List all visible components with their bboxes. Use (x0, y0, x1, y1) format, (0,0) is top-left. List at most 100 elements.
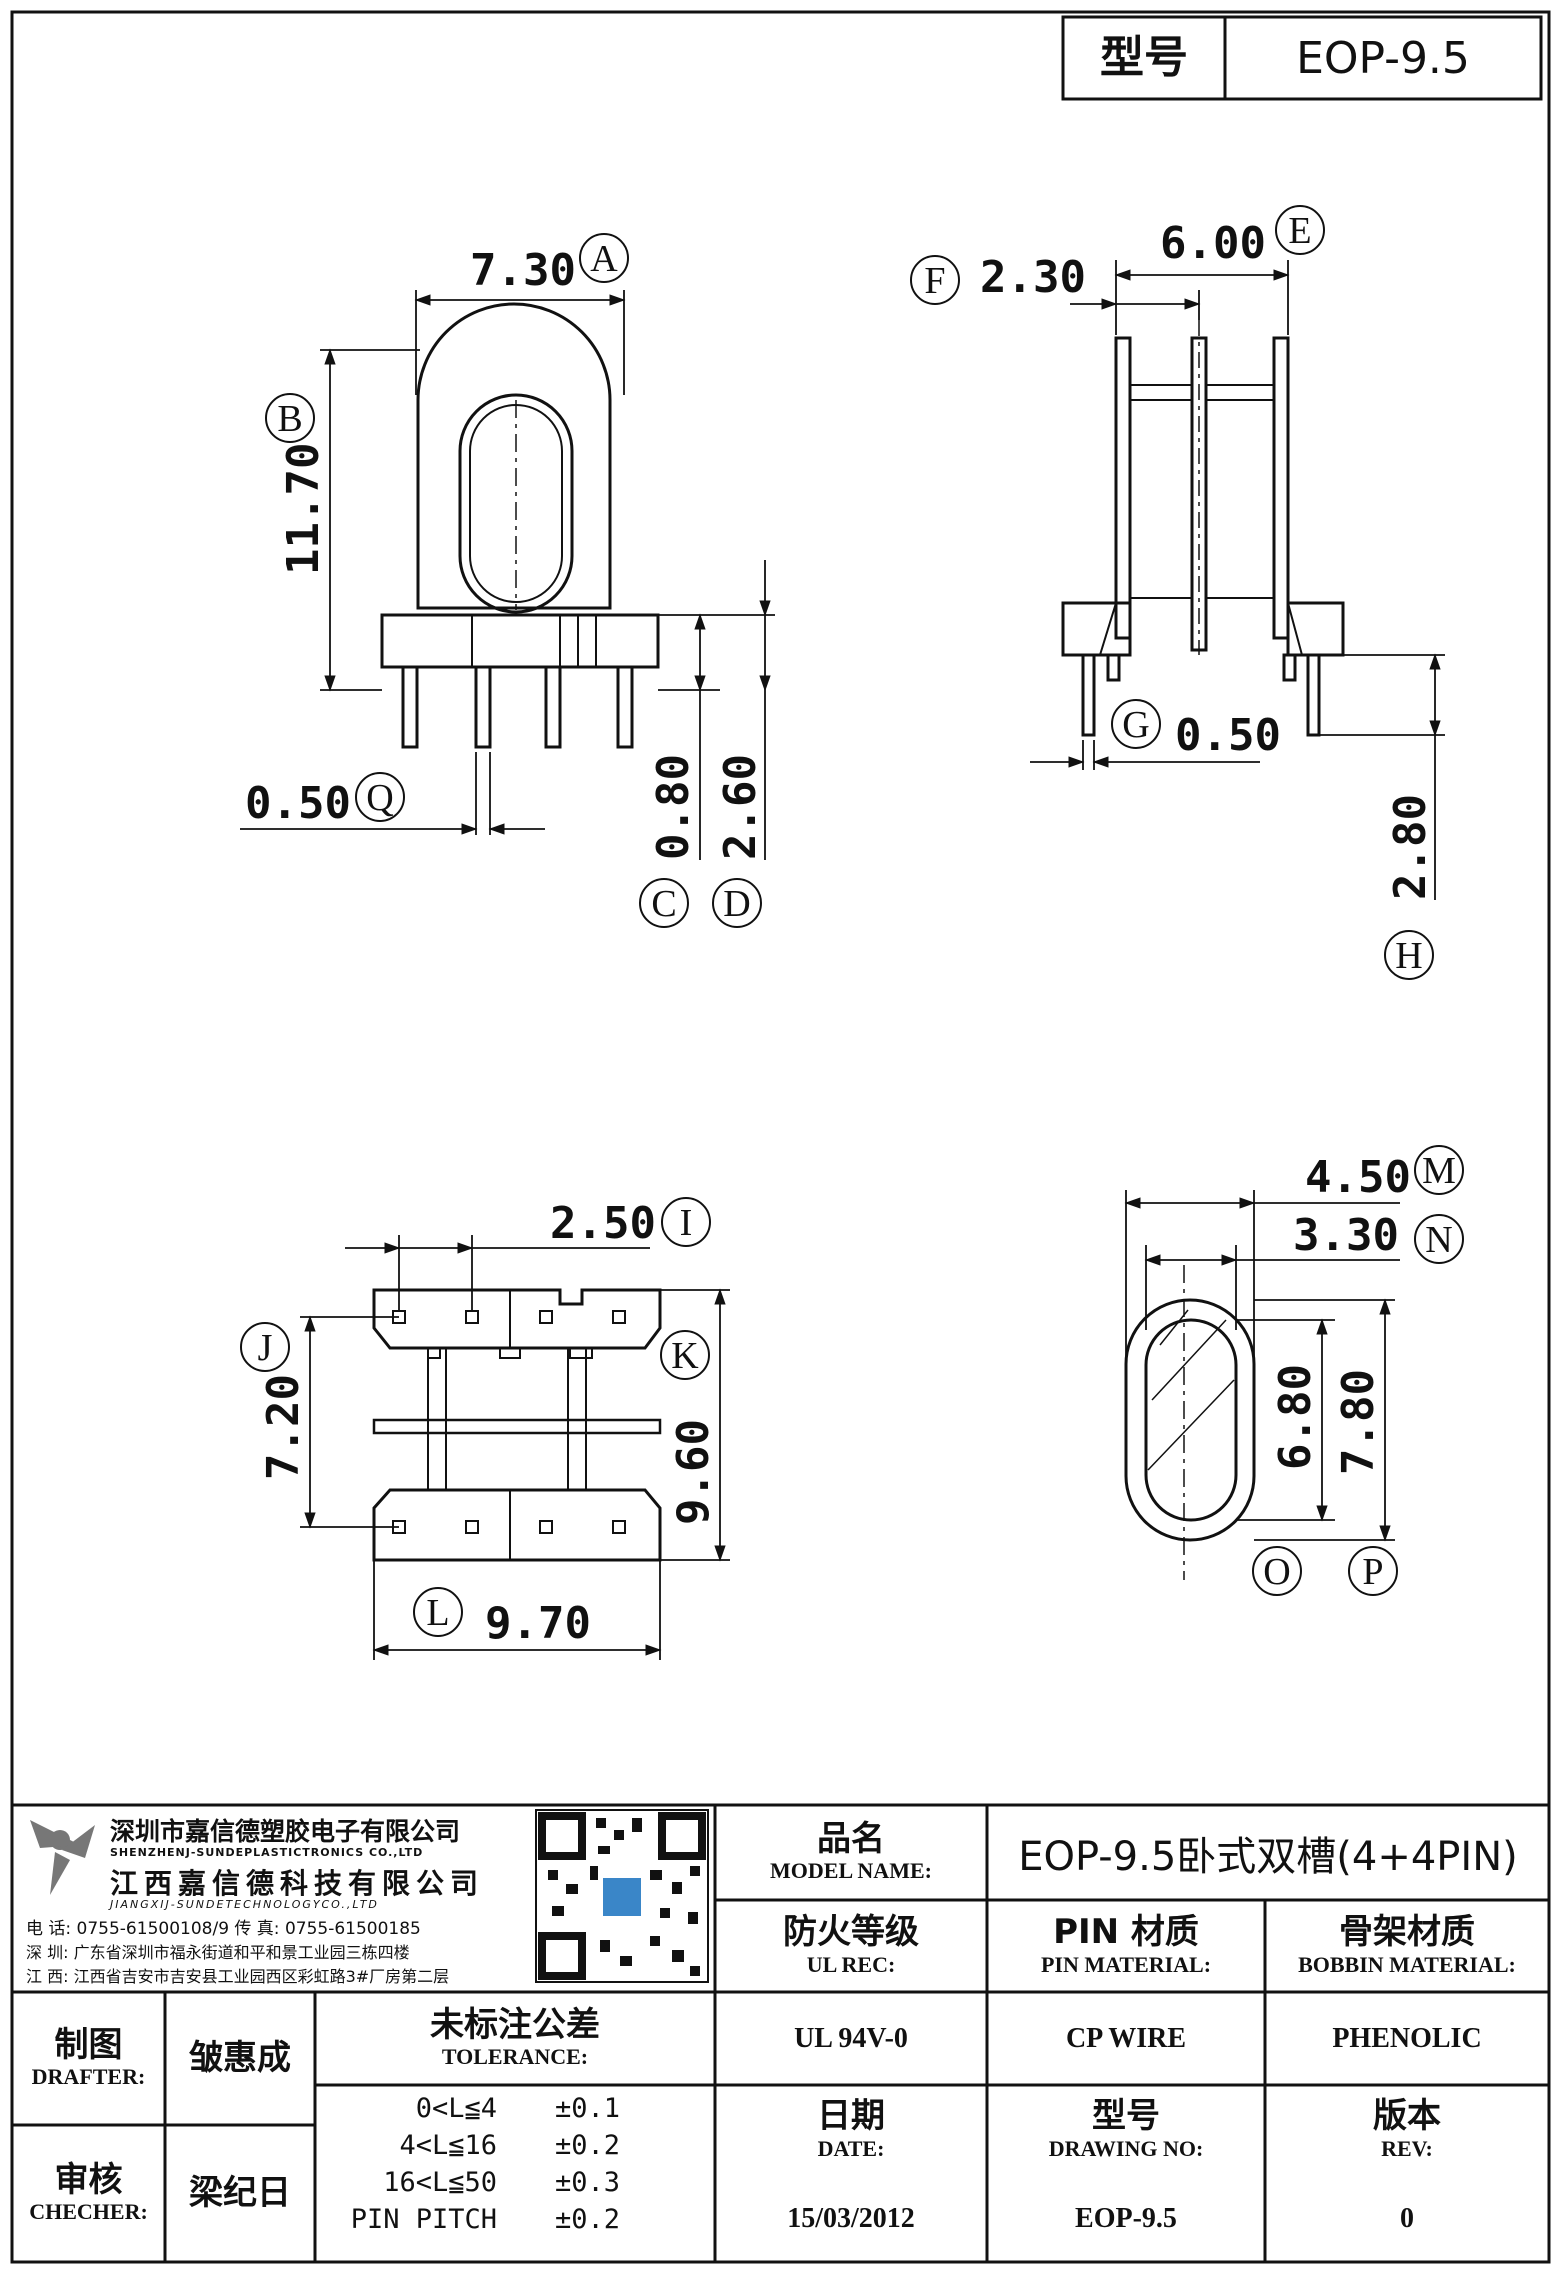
svg-text:E: E (1288, 210, 1311, 252)
dim-Q-value: 0.50 (245, 778, 351, 829)
model-name-label: 品名 MODEL NAME: (770, 1818, 932, 1884)
dim-F-value: 2.30 (980, 252, 1086, 303)
dim-C-value: 0.80 (648, 754, 699, 860)
dim-N-value: 3.30 (1293, 1210, 1399, 1261)
svg-text:L: L (426, 1592, 449, 1634)
svg-text:A: A (590, 238, 618, 280)
title-block-grid (12, 1803, 1549, 2262)
svg-text:Q: Q (366, 777, 393, 819)
dim-A-value: 7.30 (470, 245, 576, 296)
marker-O: O (1252, 1546, 1302, 1596)
company-name-cn-2: 江西嘉信德科技有限公司 (110, 1867, 485, 1900)
company-address-shenzhen: 深 圳: 广东省深圳市福永街道和平和景工业园三栋四楼 (26, 1943, 410, 1962)
tol-value-4: ±0.2 (555, 2204, 621, 2235)
pin-material-value: CP WIRE (1065, 2022, 1187, 2054)
model-name-value: EOP-9.5卧式双槽(4+4PIN) (1018, 1833, 1518, 1880)
dim-D-value: 2.60 (715, 754, 766, 860)
top-view (1124, 1265, 1256, 1580)
svg-text:M: M (1422, 1150, 1456, 1192)
company-address-jiangxi: 江 西: 江西省吉安市吉安县工业园西区彩虹路3#厂房第二层 (26, 1967, 450, 1986)
tol-range-4: PIN PITCH (350, 2204, 497, 2235)
marker-J: J (240, 1322, 290, 1372)
svg-text:B: B (277, 398, 302, 440)
side-view-dims (1030, 260, 1445, 900)
drawing-no-value: EOP-9.5 (1075, 2202, 1177, 2234)
bottom-view-dims (300, 1235, 730, 1660)
marker-P: P (1348, 1546, 1398, 1596)
dim-L-value: 9.70 (485, 1598, 591, 1649)
marker-B: B (265, 393, 315, 443)
svg-text:N: N (1425, 1219, 1452, 1261)
top-view-dims (1124, 1190, 1400, 1542)
svg-text:K: K (671, 1335, 699, 1377)
svg-text:D: D (723, 883, 750, 925)
date-value: 15/03/2012 (787, 2202, 915, 2234)
marker-I: I (661, 1197, 711, 1247)
svg-text:P: P (1362, 1551, 1383, 1593)
tol-value-3: ±0.3 (555, 2167, 621, 2198)
dim-K-value: 9.60 (668, 1419, 719, 1525)
marker-D: D (712, 878, 762, 928)
dim-J-value: 7.20 (258, 1374, 309, 1480)
svg-text:J: J (258, 1327, 273, 1369)
svg-text:H: H (1395, 935, 1422, 977)
dim-H-value: 2.80 (1385, 794, 1436, 900)
marker-N: N (1414, 1214, 1464, 1264)
front-view (380, 302, 660, 749)
side-view (1061, 320, 1345, 737)
dim-E-value: 6.00 (1160, 218, 1266, 269)
dim-G-value: 0.50 (1175, 710, 1281, 761)
dim-I-value: 2.50 (550, 1198, 656, 1249)
svg-text:O: O (1263, 1551, 1290, 1593)
checker-value: 梁纪日 (189, 2172, 291, 2213)
tol-range-3: 16<L≦50 (383, 2167, 497, 2198)
bobbin-material-value: PHENOLIC (1332, 2022, 1482, 2054)
bottom-view (372, 1288, 662, 1562)
dim-P-value: 7.80 (1333, 1369, 1384, 1475)
front-view-dims (240, 290, 775, 860)
qr-code (535, 1809, 709, 1983)
company-name-cn-1: 深圳市嘉信德塑胶电子有限公司 (110, 1817, 461, 1846)
dim-O-value: 6.80 (1270, 1364, 1321, 1470)
sheet-frame (10, 10, 1551, 2264)
dim-M-value: 4.50 (1305, 1152, 1411, 1203)
marker-L: L (413, 1587, 463, 1637)
tol-value-1: ±0.1 (555, 2093, 621, 2124)
marker-C: C (639, 878, 689, 928)
drafter-value: 皱惠成 (189, 2037, 291, 2078)
tol-value-2: ±0.2 (555, 2130, 621, 2161)
company-name-en-2: JIANGXIJ-SUNDETECHNOLOGYCO.,LTD (110, 1898, 379, 1911)
marker-M: M (1414, 1145, 1464, 1195)
dim-B-value: 11.70 (278, 443, 329, 575)
header-model-label: 型号 (1100, 31, 1188, 83)
company-phone: 电 话: 0755-61500108/9 传 真: 0755-61500185 (26, 1919, 421, 1939)
marker-F: F (910, 255, 960, 305)
header-box (1061, 15, 1543, 101)
marker-H: H (1384, 930, 1434, 980)
tol-range-2: 4<L≦16 (399, 2130, 497, 2161)
svg-text:C: C (651, 883, 676, 925)
ul-rec-value: UL 94V-0 (794, 2022, 908, 2054)
header-model-value: EOP-9.5 (1296, 32, 1470, 84)
marker-E: E (1275, 205, 1325, 255)
marker-G: G (1111, 699, 1161, 749)
rev-value: 0 (1400, 2202, 1414, 2234)
marker-K: K (660, 1330, 710, 1380)
svg-text:G: G (1122, 704, 1149, 746)
svg-text:F: F (924, 260, 945, 302)
company-logo (30, 1820, 95, 1895)
svg-text:I: I (680, 1202, 693, 1244)
marker-Q: Q (355, 772, 405, 822)
marker-A: A (579, 233, 629, 283)
tolerance-table: 0<L≦4 ±0.1 4<L≦16 ±0.2 16<L≦50 ±0.3 PIN … (315, 2085, 715, 2262)
